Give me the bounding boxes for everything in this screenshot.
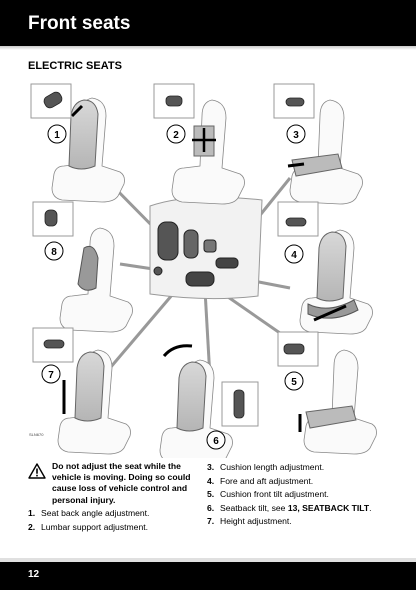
list-item-text: Seat back angle adjustment.: [41, 508, 150, 518]
list-item-number: 4.: [207, 475, 215, 486]
page-number: 12: [28, 569, 40, 580]
adjustment-list-right: 3. Cushion length adjustment. 4. Fore and …: [207, 461, 372, 529]
list-item-text: Cushion front tilt adjustment.: [220, 489, 329, 500]
list-item-text: Fore and aft adjustment.: [220, 475, 314, 486]
list-item-text-end: .: [369, 502, 372, 513]
list-item: 4. Fore and aft adjustment.: [207, 475, 372, 489]
callout-circles: [41, 124, 306, 450]
seat-illustration-3: [287, 99, 363, 205]
warning-text: Do not adjust the seat while the vehicle…: [52, 461, 191, 505]
list-item-number: 3.: [207, 462, 215, 472]
seat-illustration-8: [59, 227, 133, 333]
seat-illustration-5: [298, 349, 377, 455]
list-item: 5. Cushion front tilt adjustment.: [207, 488, 372, 502]
callout-6: 6: [213, 436, 219, 447]
list-item-text: Lumbar support adjustment.: [41, 521, 149, 532]
page-header: Front seats: [0, 0, 416, 46]
adjustment-list-left: 1. Seat back angle adjustment. 2. Lumbar s…: [28, 507, 149, 534]
header-rule: [0, 46, 416, 50]
list-item-text: Height adjustment.: [220, 516, 292, 527]
callout-8: 8: [51, 247, 57, 258]
electric-seats-figure: 1 2 3 4 5 6 7 8 SLN670: [29, 83, 377, 458]
callout-labels: 1 2 3 4 5 6 7 8: [48, 130, 299, 447]
page-title: Front seats: [28, 13, 131, 34]
callout-2: 2: [173, 130, 179, 141]
seat-illustration-7: [57, 349, 131, 455]
seat-control-panel: [149, 196, 263, 300]
section-title: ELECTRIC SEATS: [28, 60, 122, 72]
seat-illustration-4: [299, 229, 373, 335]
callout-3: 3: [293, 130, 299, 141]
page-footer: 12: [0, 562, 416, 590]
list-item: 6. Seatback tilt, see 13, SEATBACK TILT.: [207, 502, 372, 516]
warning-triangle-icon: [28, 463, 46, 479]
list-item: 3. Cushion length adjustment.: [207, 461, 372, 475]
switch-detail-icons: [43, 91, 307, 419]
cross-reference-link[interactable]: 13, SEATBACK TILT: [287, 502, 370, 513]
seat-illustration-2: [171, 99, 245, 205]
list-item: 1. Seat back angle adjustment.: [28, 507, 149, 521]
callout-1: 1: [54, 130, 60, 141]
list-item-number: 5.: [207, 489, 215, 500]
footer-rule: [0, 558, 416, 562]
figure-ref-code: SLN670: [29, 432, 44, 437]
list-item-number: 7.: [207, 516, 215, 527]
seat-illustration-6: [159, 344, 233, 458]
list-item-number: 6.: [207, 502, 215, 513]
list-item-text: Seatback tilt, see: [220, 502, 288, 513]
callout-7: 7: [48, 370, 54, 381]
list-item-number: 1.: [28, 508, 36, 518]
callout-5: 5: [291, 377, 297, 388]
list-item-text: Cushion length adjustment.: [220, 462, 325, 472]
list-item: 2. Lumbar support adjustment.: [28, 521, 149, 535]
list-item-number: 2.: [28, 521, 36, 532]
callout-4: 4: [291, 250, 297, 261]
list-item: 7. Height adjustment.: [207, 515, 372, 529]
